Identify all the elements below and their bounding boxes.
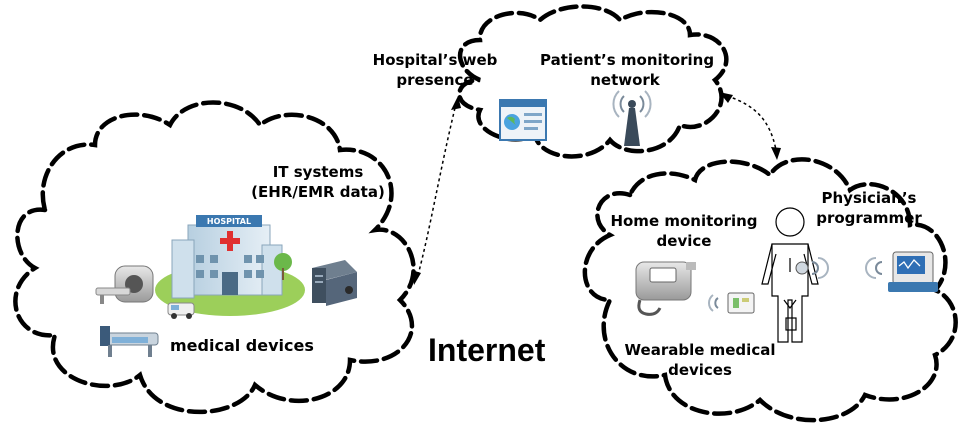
hospital-web-presence-label: Hospital’s web presence (360, 50, 510, 90)
wearable-medical-devices-label: Wearable medical devices (612, 340, 788, 380)
medical-devices-text: medical devices (170, 336, 314, 355)
arrowhead-icon (412, 270, 421, 285)
physician-programmer-icon (865, 251, 938, 292)
connector-web-home (726, 95, 777, 151)
home-monitoring-line1: Home monitoring (610, 212, 758, 230)
it-systems-label: IT systems (EHR/EMR data) (248, 162, 388, 202)
hospital-cloud (13, 100, 416, 415)
physician-line1: Physician’s (821, 189, 917, 207)
patient-monitoring-line2: network (590, 71, 660, 89)
physician-line2: programmer (816, 209, 922, 227)
medical-devices-label: medical devices (170, 336, 314, 356)
implant-icon (795, 257, 829, 279)
home-cloud (582, 157, 958, 423)
patient-monitoring-network-label: Patient’s monitoring network (540, 50, 715, 90)
wearable-line2: devices (668, 361, 732, 379)
connector-hospital-web (417, 107, 456, 276)
hospital-building-icon: HOSPITAL (155, 215, 305, 319)
web-browser-icon (499, 99, 547, 141)
physician-programmer-label: Physician’s programmer (806, 188, 932, 228)
home-monitoring-line2: device (656, 232, 712, 250)
wearable-line1: Wearable medical (624, 341, 776, 359)
hospital-web-line2: presence (396, 71, 474, 89)
wearable-device-icon (708, 292, 755, 314)
server-icon (312, 260, 357, 306)
arrowhead-icon (719, 92, 733, 103)
internet-label: Internet (428, 332, 546, 368)
it-systems-line2: (EHR/EMR data) (251, 183, 385, 201)
arrowhead-icon (771, 147, 781, 160)
hospital-bed-icon (100, 326, 159, 357)
it-systems-line1: IT systems (272, 163, 364, 181)
hospital-sign: HOSPITAL (207, 217, 251, 226)
arrowhead-icon (451, 96, 461, 110)
home-monitoring-device-icon (635, 261, 696, 316)
patient-monitoring-line1: Patient’s monitoring (540, 51, 715, 69)
home-monitoring-device-label: Home monitoring device (598, 211, 770, 251)
hospital-web-line1: Hospital’s web (372, 51, 498, 69)
mri-scanner-icon (95, 265, 154, 304)
patient-figure-icon (761, 207, 819, 343)
antenna-icon (612, 90, 652, 146)
